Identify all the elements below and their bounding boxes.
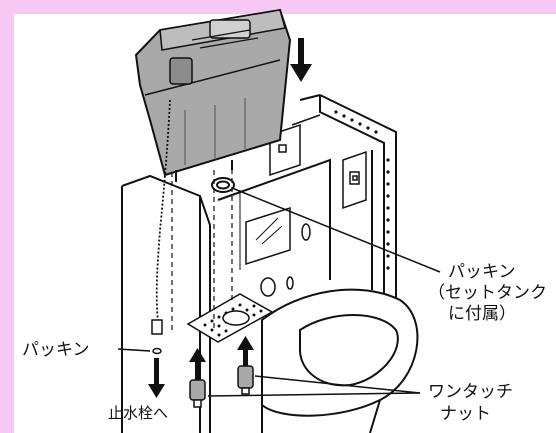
label-packing-left: パッキン <box>22 340 90 360</box>
leader-lines <box>117 187 441 397</box>
label-to-stop-valve: 止水栓へ <box>108 404 169 422</box>
label-one-touch-nut-2: ナット <box>440 404 491 424</box>
pipe-connector <box>151 319 163 355</box>
cistern-tank <box>134 8 292 323</box>
up-arrows <box>189 336 254 382</box>
label-packing-top-3: に付属） <box>448 304 516 324</box>
down-arrow-valve <box>148 358 165 398</box>
bracket-plate <box>269 114 367 210</box>
one-touch-nuts <box>189 365 254 408</box>
packing-ring-top <box>211 177 235 193</box>
label-packing-top-1: パッキン <box>448 262 516 282</box>
label-packing-top-2: （セットタンク <box>428 283 547 303</box>
inner-window <box>245 206 311 297</box>
down-arrow-tank <box>290 38 312 82</box>
label-one-touch-nut-1: ワンタッチ <box>428 382 513 402</box>
base-plate <box>186 293 274 343</box>
toilet-bowl <box>261 288 419 433</box>
perforation-row <box>334 110 390 270</box>
